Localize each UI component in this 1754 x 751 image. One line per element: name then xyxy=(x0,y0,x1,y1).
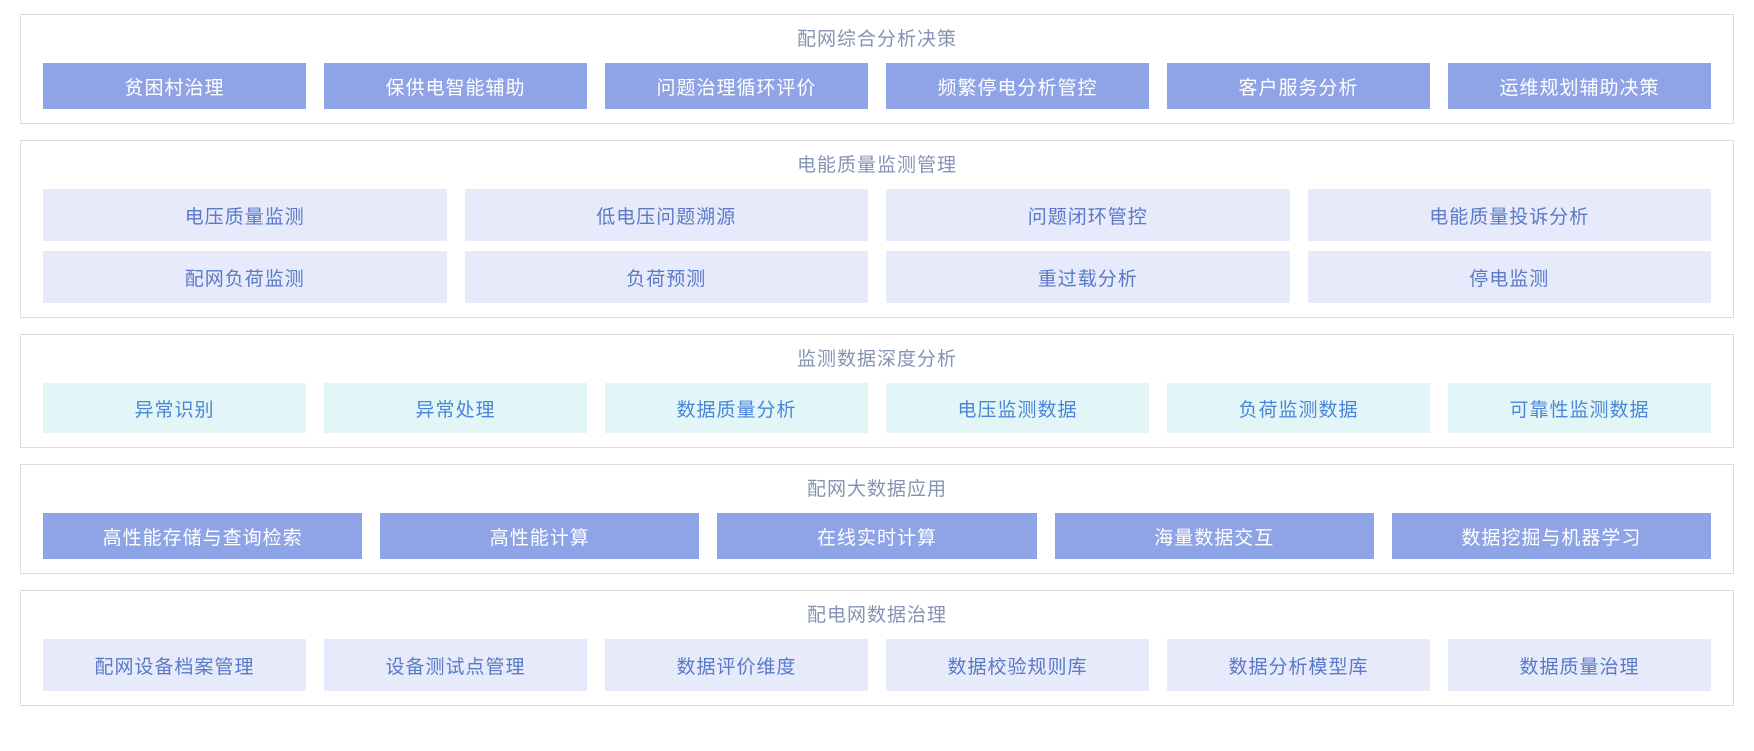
section-panel-1: 配网综合分析决策贫困村治理保供电智能辅助问题治理循环评价频繁停电分析管控客户服务… xyxy=(20,14,1734,124)
menu-tile[interactable]: 运维规划辅助决策 xyxy=(1448,63,1711,109)
section-title: 配电网数据治理 xyxy=(806,605,947,626)
menu-tile[interactable]: 设备测试点管理 xyxy=(324,639,587,691)
menu-tile[interactable]: 数据质量治理 xyxy=(1448,639,1711,691)
menu-tile[interactable]: 配网设备档案管理 xyxy=(43,639,306,691)
tile-row: 配网负荷监测负荷预测重过载分析停电监测 xyxy=(43,251,1711,303)
menu-tile[interactable]: 重过载分析 xyxy=(886,251,1290,303)
tile-row: 贫困村治理保供电智能辅助问题治理循环评价频繁停电分析管控客户服务分析运维规划辅助… xyxy=(43,63,1711,109)
section-panel-3: 监测数据深度分析异常识别异常处理数据质量分析电压监测数据负荷监测数据可靠性监测数… xyxy=(20,334,1734,448)
menu-tile[interactable]: 数据评价维度 xyxy=(605,639,868,691)
section-panel-5: 配电网数据治理配网设备档案管理设备测试点管理数据评价维度数据校验规则库数据分析模… xyxy=(20,590,1734,706)
menu-tile[interactable]: 负荷监测数据 xyxy=(1167,383,1430,433)
menu-tile[interactable]: 低电压问题溯源 xyxy=(464,189,868,241)
menu-tile[interactable]: 高性能计算 xyxy=(380,513,700,559)
menu-tile[interactable]: 电压质量监测 xyxy=(43,189,447,241)
menu-tile[interactable]: 数据分析模型库 xyxy=(1167,639,1430,691)
menu-tile[interactable]: 数据质量分析 xyxy=(605,383,868,433)
section-title: 配网大数据应用 xyxy=(806,479,947,500)
section-title: 配网综合分析决策 xyxy=(796,29,957,50)
menu-tile[interactable]: 贫困村治理 xyxy=(43,63,306,109)
menu-tile[interactable]: 电压监测数据 xyxy=(886,383,1149,433)
tile-row: 异常识别异常处理数据质量分析电压监测数据负荷监测数据可靠性监测数据 xyxy=(43,383,1711,433)
menu-tile[interactable]: 负荷预测 xyxy=(464,251,868,303)
menu-tile[interactable]: 高性能存储与查询检索 xyxy=(43,513,363,559)
menu-tile[interactable]: 保供电智能辅助 xyxy=(324,63,587,109)
tile-row: 高性能存储与查询检索高性能计算在线实时计算海量数据交互数据挖掘与机器学习 xyxy=(43,513,1712,559)
menu-tile[interactable]: 客户服务分析 xyxy=(1167,63,1430,109)
menu-tile[interactable]: 频繁停电分析管控 xyxy=(886,63,1149,109)
section-panel-2: 电能质量监测管理电压质量监测低电压问题溯源问题闭环管控电能质量投诉分析配网负荷监… xyxy=(20,140,1734,318)
menu-tile[interactable]: 配网负荷监测 xyxy=(43,251,447,303)
menu-tile[interactable]: 可靠性监测数据 xyxy=(1448,383,1711,433)
menu-tile[interactable]: 问题治理循环评价 xyxy=(605,63,868,109)
menu-tile[interactable]: 异常识别 xyxy=(43,383,306,433)
menu-tile[interactable]: 数据校验规则库 xyxy=(886,639,1149,691)
sections-container: 配网综合分析决策贫困村治理保供电智能辅助问题治理循环评价频繁停电分析管控客户服务… xyxy=(20,14,1734,706)
menu-tile[interactable]: 在线实时计算 xyxy=(717,513,1037,559)
menu-tile[interactable]: 停电监测 xyxy=(1307,251,1711,303)
tile-row: 电压质量监测低电压问题溯源问题闭环管控电能质量投诉分析 xyxy=(43,189,1711,241)
menu-tile[interactable]: 电能质量投诉分析 xyxy=(1307,189,1711,241)
menu-tile[interactable]: 问题闭环管控 xyxy=(886,189,1290,241)
tile-row: 配网设备档案管理设备测试点管理数据评价维度数据校验规则库数据分析模型库数据质量治… xyxy=(43,639,1711,691)
menu-tile[interactable]: 异常处理 xyxy=(324,383,587,433)
section-title: 电能质量监测管理 xyxy=(796,155,957,176)
section-panel-4: 配网大数据应用高性能存储与查询检索高性能计算在线实时计算海量数据交互数据挖掘与机… xyxy=(20,464,1734,574)
menu-tile[interactable]: 海量数据交互 xyxy=(1054,513,1374,559)
menu-tile[interactable]: 数据挖掘与机器学习 xyxy=(1391,513,1712,559)
section-title: 监测数据深度分析 xyxy=(796,349,957,370)
